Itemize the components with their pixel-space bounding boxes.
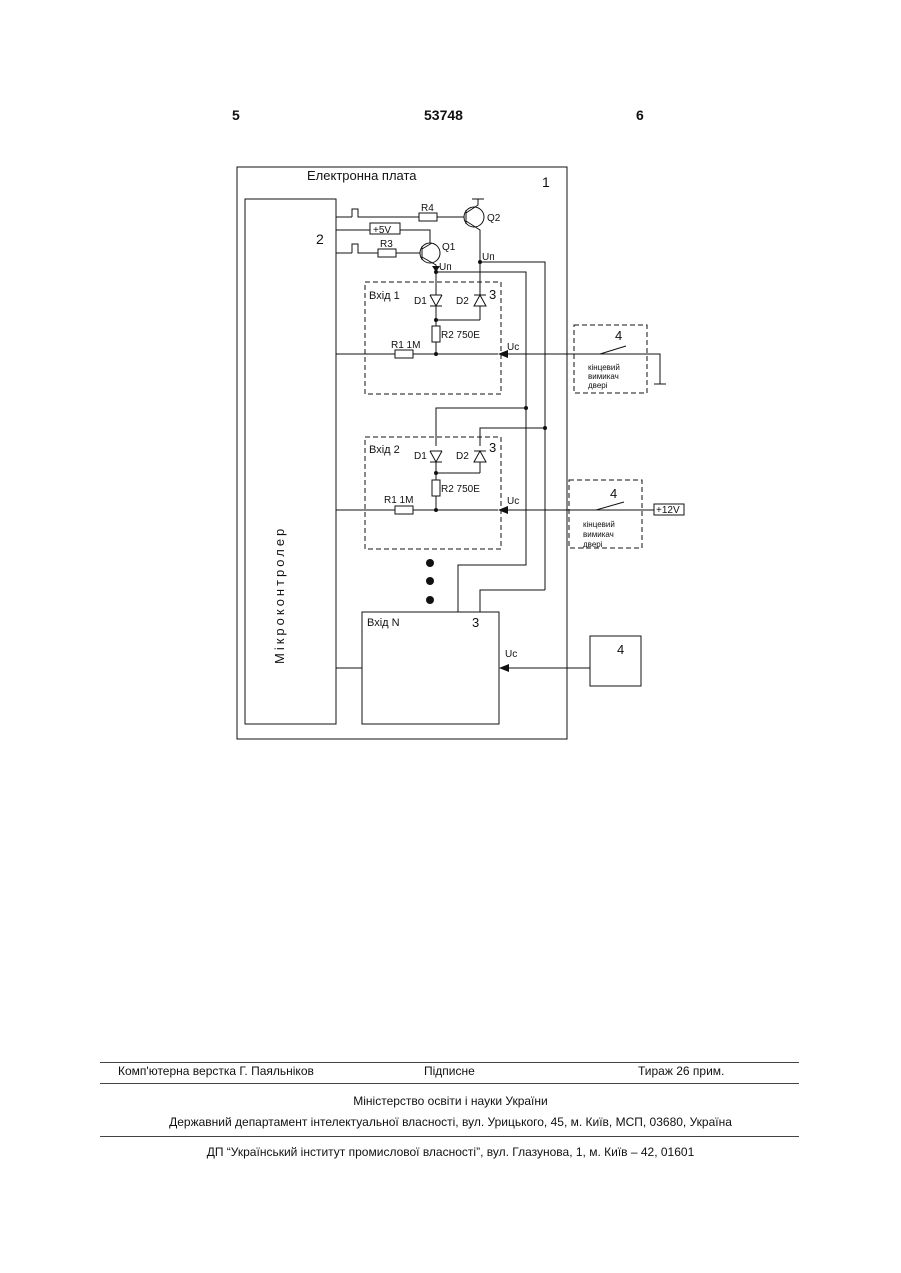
r4-label: R4 <box>421 203 434 214</box>
input-n-uc: Uс <box>505 649 517 660</box>
switch-1-text-2: вимикач <box>588 372 619 381</box>
input-1-number: 3 <box>489 287 496 302</box>
ellipsis-dot-2 <box>426 577 434 585</box>
input-2-number: 3 <box>489 440 496 455</box>
switch-2-number: 4 <box>610 486 617 501</box>
plus12v-label: +12V <box>656 505 680 516</box>
footer-rule-top <box>100 1062 799 1063</box>
input-1-r2: R2 750E <box>441 330 480 341</box>
board-title: Електронна плата <box>307 168 417 183</box>
microcontroller-block <box>245 199 336 724</box>
input-1-d2: D2 <box>456 296 469 307</box>
resistor-r4 <box>419 213 437 221</box>
input-n-title: Вхід N <box>367 617 400 629</box>
input-2-r1: R1 1M <box>384 495 413 506</box>
switch-1-number: 4 <box>615 328 622 343</box>
footer-circulation: Тираж 26 прим. <box>638 1064 724 1078</box>
input-2-uc: Uс <box>507 496 519 507</box>
resistor-r1-1 <box>395 350 413 358</box>
switch-1-block <box>574 325 647 393</box>
switch-2-text-2: вимикач <box>583 530 614 539</box>
ellipsis-dot-3 <box>426 596 434 604</box>
input-1-r1: R1 1M <box>391 340 420 351</box>
input-2-d1: D1 <box>414 451 427 462</box>
q1-label: Q1 <box>442 242 456 253</box>
input-2-d2: D2 <box>456 451 469 462</box>
circuit-diagram: Електронна плата 1 2 Мікроконтролер R4 +… <box>0 0 901 900</box>
un-label-2: Uп <box>482 252 495 263</box>
resistor-r3 <box>378 249 396 257</box>
input-1-uc: Uс <box>507 342 519 353</box>
resistor-r2-2 <box>432 480 440 496</box>
switch-2-text-1: кінцевий <box>583 520 615 529</box>
mcu-label: Мікроконтролер <box>272 526 287 664</box>
footer-rule-middle <box>100 1083 799 1084</box>
footer-layout: Комп'ютерна верстка Г. Паяльніков <box>118 1064 314 1078</box>
un-label-1: Uп <box>439 262 452 273</box>
footer-ministry: Міністерство освіти і науки України <box>0 1094 901 1108</box>
input-1-title: Вхід 1 <box>369 290 400 302</box>
sensor-block-4 <box>590 636 641 686</box>
input-2-title: Вхід 2 <box>369 444 400 456</box>
mcu-number: 2 <box>316 231 324 247</box>
transistor-q2 <box>464 207 484 227</box>
input-n-number: 3 <box>472 615 479 630</box>
r3-label: R3 <box>380 239 393 250</box>
switch-2-text-3: двері <box>583 540 603 549</box>
transistor-q1 <box>420 243 440 263</box>
footer-signed: Підписне <box>424 1064 475 1078</box>
board-number: 1 <box>542 174 550 190</box>
q2-label: Q2 <box>487 213 501 224</box>
footer-rule-bottom <box>100 1136 799 1137</box>
footer-institute: ДП “Український інститут промислової вла… <box>0 1145 901 1159</box>
footer-department: Державний департамент інтелектуальної вл… <box>0 1115 901 1129</box>
switch-1-text-3: двері <box>588 381 608 390</box>
plus5v-label: +5V <box>373 225 391 236</box>
resistor-r1-2 <box>395 506 413 514</box>
ellipsis-dot-1 <box>426 559 434 567</box>
resistor-r2-1 <box>432 326 440 342</box>
input-2-r2: R2 750E <box>441 484 480 495</box>
input-1-d1: D1 <box>414 296 427 307</box>
sensor-block-number: 4 <box>617 642 624 657</box>
switch-1-text-1: кінцевий <box>588 363 620 372</box>
